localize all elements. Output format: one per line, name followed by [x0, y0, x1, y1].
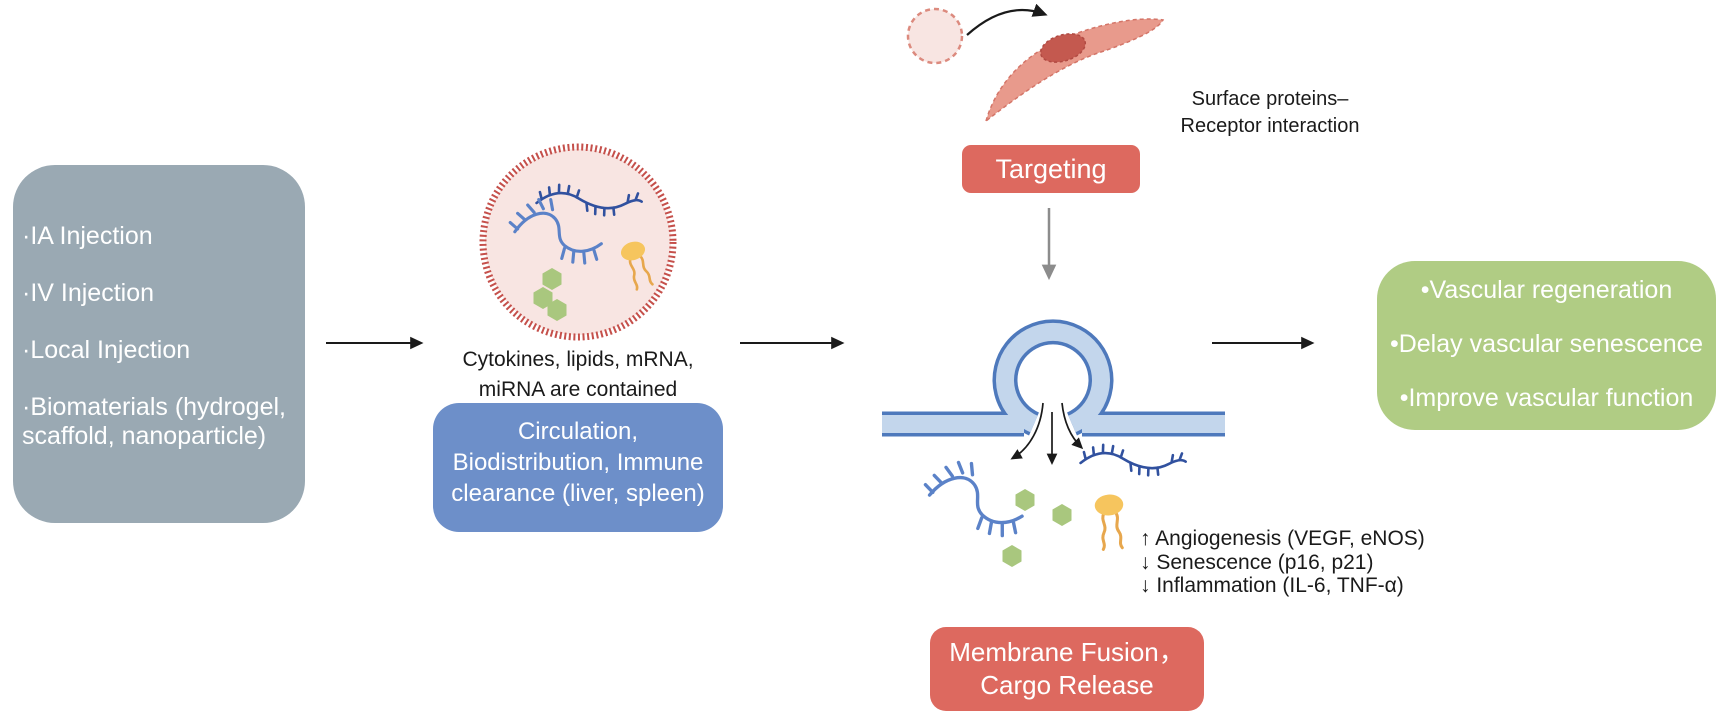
injection-item: ·IV Injection	[22, 279, 155, 307]
outcome-item: •Delay vascular senescence	[1389, 330, 1704, 358]
injection-item: ·Biomaterials (hydrogel, scaffold, nanop…	[22, 393, 286, 450]
vesicle-lipid-bilayer-icon	[479, 143, 677, 341]
vesicle-graphic	[479, 143, 677, 341]
released-mrna-icon	[919, 458, 1028, 539]
injection-item: ·IA Injection	[22, 222, 153, 250]
circulation-line: Circulation,	[517, 418, 639, 445]
nucleus-icon	[1039, 33, 1087, 63]
circulation-line: Biodistribution, Immune	[452, 449, 704, 476]
released-lipid-icon	[1092, 491, 1129, 552]
outcome-item: •Vascular regeneration	[1420, 276, 1673, 304]
circulation-line: clearance (liver, spleen)	[451, 480, 705, 507]
released-mirna-icon	[1078, 442, 1188, 478]
targeting-cell-graphic	[906, 3, 1165, 124]
membrane-fusion-label-box: Membrane Fusion， Cargo Release	[930, 627, 1204, 711]
effect-line: ↓ Senescence (p16, p21)	[1140, 550, 1374, 574]
effect-line: ↓ Inflammation (IL-6, TNF-α)	[1140, 574, 1404, 597]
outcome-item: •Improve vascular function	[1399, 384, 1694, 412]
cell-icon	[984, 18, 1165, 124]
vesicle-body	[485, 149, 671, 335]
fusion-label-line: Cargo Release	[980, 670, 1154, 700]
small-vesicle-icon	[906, 7, 964, 65]
released-cytokine-icons	[1002, 489, 1072, 567]
effects-list: ↑ Angiogenesis (VEGF, eNOS) ↓ Senescence…	[1140, 527, 1425, 598]
outcome-box: •Vascular regeneration •Delay vascular s…	[1377, 261, 1716, 430]
circulation-box: Circulation, Biodistribution, Immune cle…	[433, 403, 723, 532]
fusion-label-line: Membrane Fusion，	[949, 637, 1185, 667]
surface-caption-line: Receptor interaction	[1180, 115, 1360, 137]
injection-routes-box: ·IA Injection ·IV Injection ·Local Injec…	[13, 165, 305, 523]
surface-receptor-caption: Surface proteins– Receptor interaction	[1140, 86, 1400, 140]
targeting-label-box: Targeting	[962, 145, 1140, 193]
targeting-label: Targeting	[995, 153, 1107, 184]
effect-line: ↑ Angiogenesis (VEGF, eNOS)	[1140, 527, 1425, 550]
injection-item: ·Local Injection	[22, 336, 191, 364]
release-arrows	[1010, 402, 1084, 465]
binding-arrow	[966, 3, 1048, 36]
vesicle-caption: Cytokines, lipids, mRNA, miRNA are conta…	[428, 345, 728, 405]
vesicle-caption-line: Cytokines, lipids, mRNA,	[462, 348, 694, 371]
membrane-graphic	[882, 319, 1225, 437]
surface-caption-line: Surface proteins–	[1191, 88, 1349, 110]
vesicle-caption-line: miRNA are contained	[478, 378, 678, 401]
